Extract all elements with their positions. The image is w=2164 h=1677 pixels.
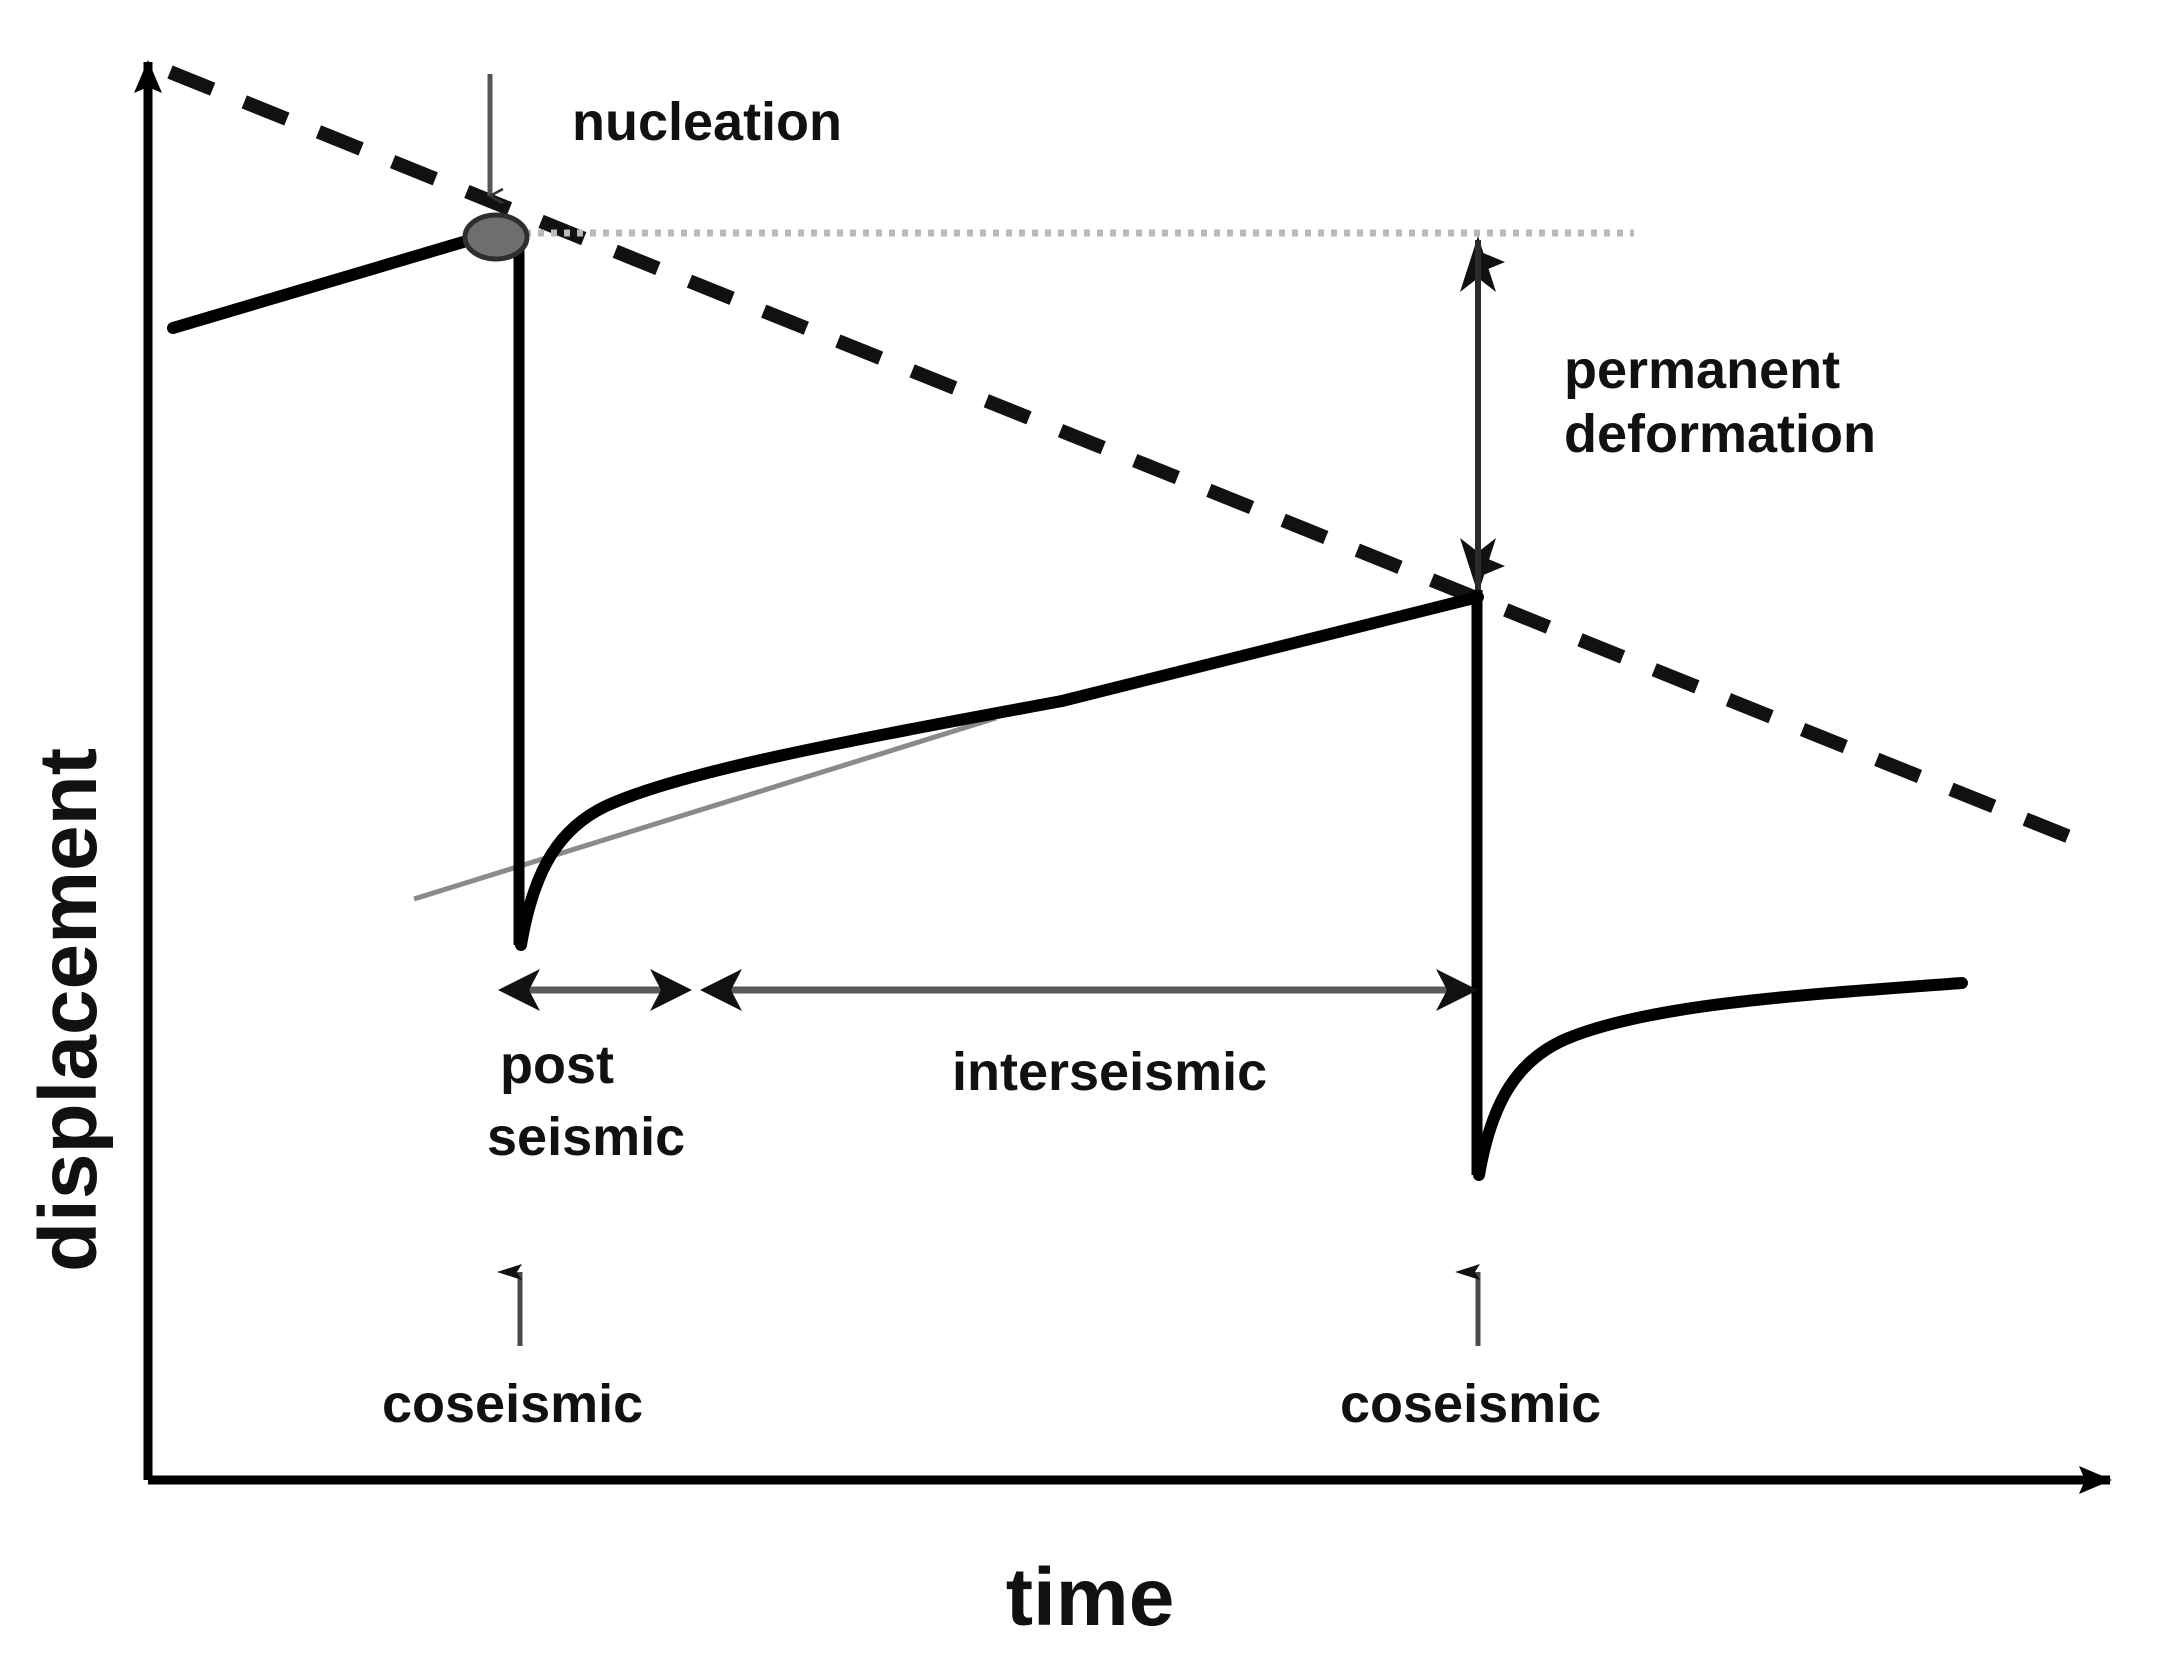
first-postseismic-relaxation-curve — [515, 695, 1068, 951]
interseismic-span-arrowhead-right — [1436, 969, 1478, 1011]
second-postseismic-relaxation-curve — [1473, 977, 1968, 1181]
nucleation-marker-icon — [462, 212, 530, 262]
nucleation-label: nucleation — [572, 92, 842, 152]
phase-span-group — [498, 969, 1478, 1011]
permanent-deformation-label-line2: deformation — [1564, 404, 1876, 464]
coseismic-label-second: coseismic — [1340, 1374, 1601, 1434]
postseismic-tangent-guide-line — [413, 715, 997, 902]
interseismic-reloading-segment — [1056, 591, 1484, 707]
post-seismic-label-line2: seismic — [487, 1107, 685, 1167]
interseismic-span-arrowhead-left — [700, 969, 742, 1011]
x-axis-label: time — [1006, 1552, 1175, 1643]
coseismic-label-first: coseismic — [382, 1374, 643, 1434]
nucleation-group — [462, 74, 530, 262]
preseismic-loading-segment — [167, 226, 503, 334]
y-axis-label: displacement — [23, 748, 114, 1272]
post-seismic-label-line1: post — [500, 1035, 614, 1095]
interseismic-label: interseismic — [952, 1042, 1267, 1102]
permanent-deformation-measure-group — [1460, 236, 1505, 594]
axis-group — [134, 60, 2112, 1494]
post-seismic-span-arrowhead-right — [650, 969, 692, 1011]
displacement-curve-group — [167, 224, 1968, 1181]
post-seismic-span-arrowhead-left — [498, 969, 540, 1011]
coseismic-callout-group — [497, 1264, 1481, 1346]
permanent-deformation-label-line1: permanent — [1564, 340, 1840, 400]
